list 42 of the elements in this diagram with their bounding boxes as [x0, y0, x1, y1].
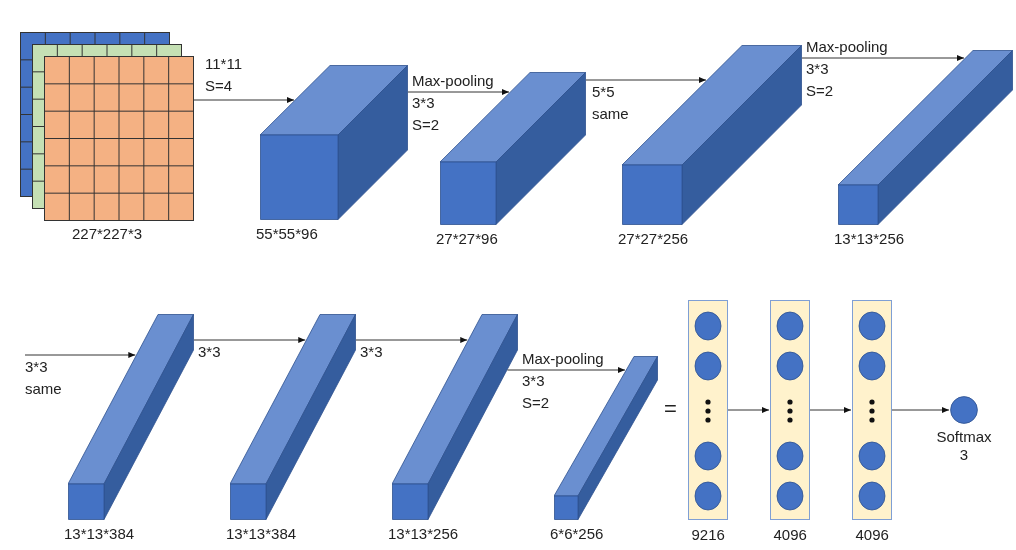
- layer-size-label: Softmax 3: [936, 428, 992, 464]
- edge-label: 3*3 same: [25, 357, 63, 399]
- layer-size-label: 13*13*256: [834, 230, 905, 248]
- edge-label: Max-pooling 3*3 S=2: [806, 37, 889, 101]
- arrow: [585, 77, 707, 83]
- edge-label: 5*5 same: [592, 82, 630, 124]
- equals-sign: =: [664, 396, 677, 422]
- feature-map-cuboid: [260, 65, 408, 220]
- layer-size-label: 27*27*256: [618, 230, 689, 248]
- edge-label: Max-pooling 3*3 S=2: [522, 349, 605, 413]
- arrow: [355, 337, 468, 343]
- layer-size-label: 55*55*96: [256, 225, 318, 243]
- input-image-grid-drawing: [20, 32, 194, 221]
- arrow: [407, 89, 510, 95]
- edge-label: 3*3: [198, 342, 222, 362]
- feature-map-cuboid: [230, 314, 356, 520]
- layer-size-label: 6*6*256: [550, 525, 604, 543]
- fully-connected-layer: [688, 300, 728, 520]
- fully-connected-layer: [852, 300, 892, 520]
- edge-label: Max-pooling 3*3 S=2: [412, 71, 495, 135]
- arrow: [891, 407, 950, 413]
- layer-size-label: 227*227*3: [72, 225, 143, 243]
- layer-size-label: 4096: [773, 526, 807, 544]
- output-neuron: [950, 396, 978, 424]
- edge-label: 11*11 S=4: [205, 54, 243, 96]
- layer-size-label: 27*27*96: [436, 230, 498, 248]
- feature-map-cuboid: [68, 314, 194, 520]
- layer-size-label: 9216: [691, 526, 725, 544]
- arrow: [193, 97, 295, 103]
- layer-size-label: 4096: [855, 526, 889, 544]
- layer-size-label: 13*13*384: [64, 525, 135, 543]
- arrow: [193, 337, 306, 343]
- layer-size-label: 13*13*384: [226, 525, 297, 543]
- arrow: [727, 407, 770, 413]
- edge-label: 3*3: [360, 342, 384, 362]
- arrow: [801, 55, 965, 61]
- arrow: [506, 367, 626, 373]
- feature-map-cuboid: [392, 314, 518, 520]
- arrow: [809, 407, 852, 413]
- layer-size-label: 13*13*256: [388, 525, 459, 543]
- fully-connected-layer: [770, 300, 810, 520]
- arrow: [24, 352, 136, 358]
